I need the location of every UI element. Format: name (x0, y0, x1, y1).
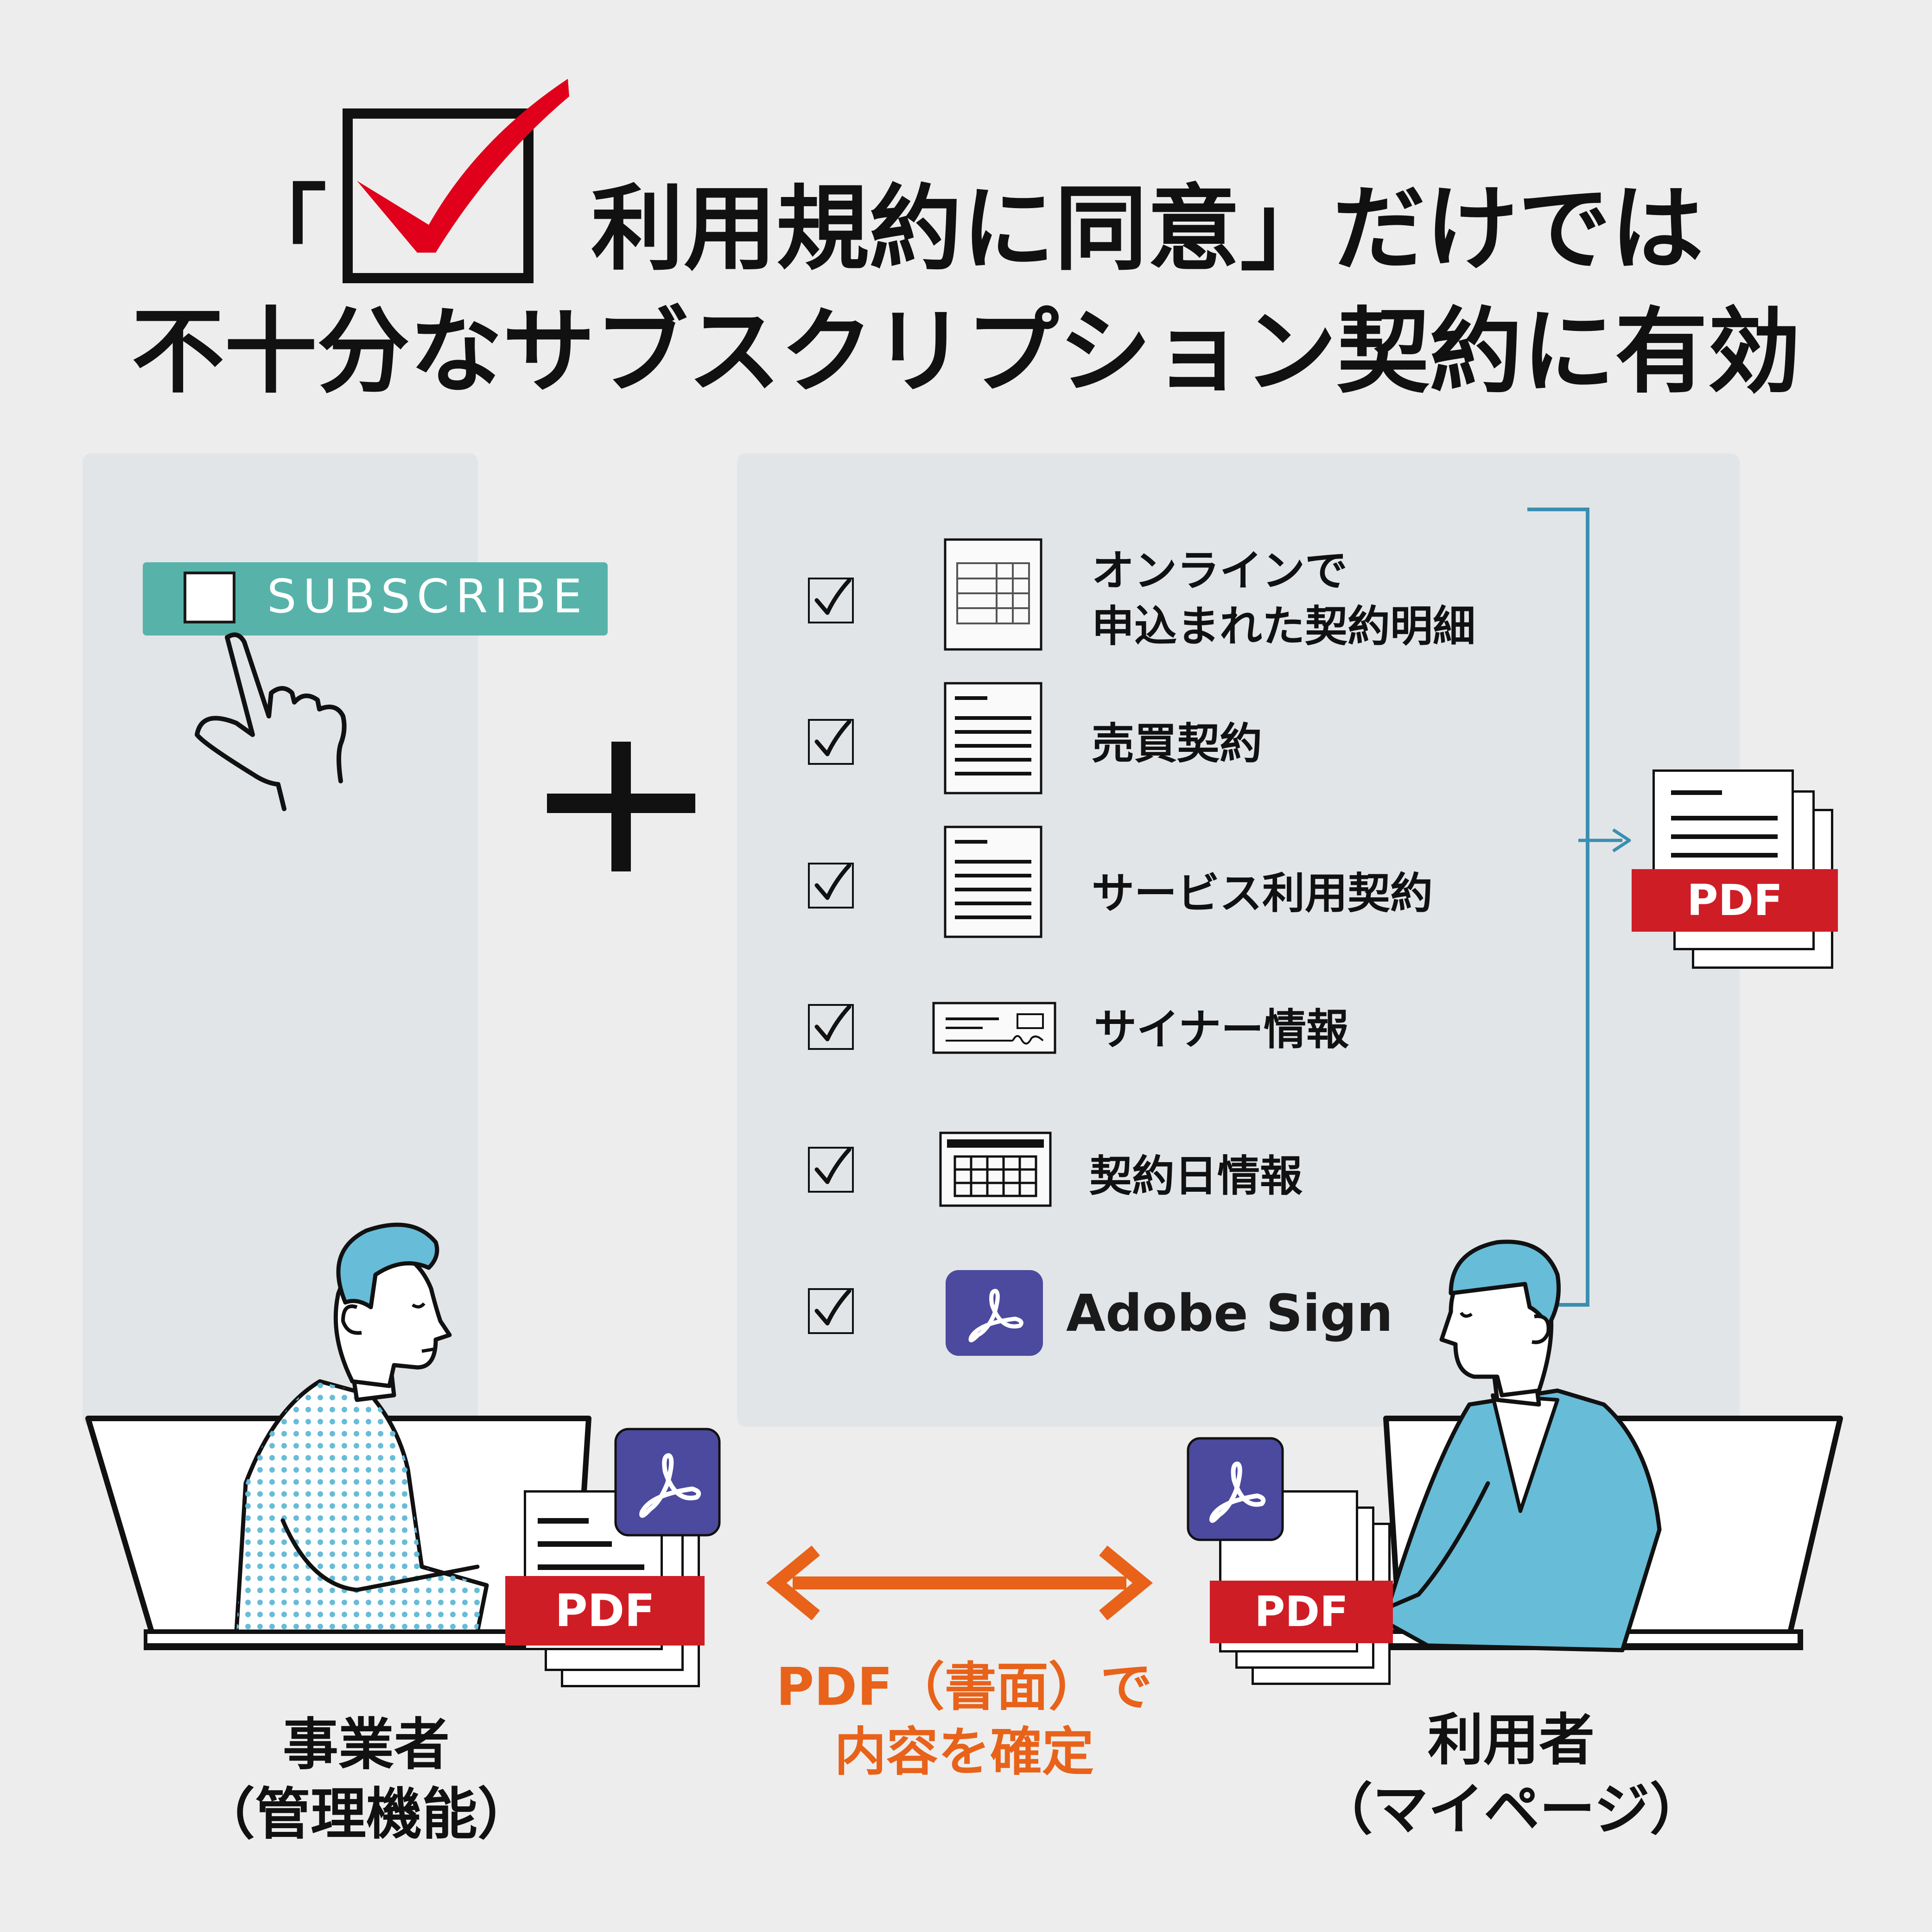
text-document-icon (944, 682, 1042, 794)
checklist-checkbox-1 (808, 578, 854, 623)
business-pdf-stack: PDF (505, 1428, 723, 1692)
subscribe-button[interactable]: SUBSCRIBE (143, 562, 608, 636)
exchange-caption: PDF（書面）で 内容を確定 (776, 1657, 1152, 1782)
user-person-illustration (1384, 1239, 1662, 1652)
adobe-acrobat-icon (614, 1428, 721, 1537)
text-document-icon (944, 826, 1042, 938)
checklist-checkbox-3 (808, 863, 854, 909)
checklist-label-4: サイナー情報 (1094, 1005, 1349, 1055)
plus-sign (547, 742, 695, 871)
adobe-acrobat-icon (946, 1270, 1043, 1356)
title-line-2: 不十分なサブスクリプション契約に有効 (131, 298, 1800, 406)
user-pdf-stack: PDF (1187, 1437, 1400, 1697)
adobe-sign-wordmark: Adobe Sign (1066, 1284, 1393, 1343)
checklist-label-5: 契約日情報 (1089, 1151, 1303, 1201)
checklist-label-2: 売買契約 (1092, 719, 1263, 769)
subscribe-checkbox[interactable] (184, 572, 235, 623)
checklist-checkbox-2 (808, 719, 854, 765)
checklist-checkbox-4 (808, 1004, 854, 1050)
hand-pointer-icon (195, 632, 347, 811)
business-caption: 事業者 （管理機能） (199, 1713, 533, 1847)
title-open-bracket: 「 (234, 175, 327, 283)
business-person-illustration (234, 1222, 489, 1634)
bracket-connector (1527, 508, 1631, 1307)
pdf-label: PDF (505, 1576, 705, 1646)
title-line-1: 利用規約に同意」だけでは (591, 175, 1704, 283)
right-panel (737, 453, 1740, 1427)
table-document-icon (944, 538, 1042, 651)
checklist-checkbox-5 (808, 1147, 854, 1193)
pdf-label: PDF (1632, 869, 1838, 932)
user-caption: 利用者 （マイページ） (1317, 1708, 1705, 1842)
adobe-acrobat-icon (1187, 1437, 1284, 1541)
subscribe-label: SUBSCRIBE (267, 569, 589, 623)
checklist-label-3: サービス利用契約 (1092, 869, 1433, 918)
pdf-label: PDF (1210, 1581, 1393, 1643)
pdf-document-stack: PDF (1632, 765, 1838, 969)
bidirectional-arrow-icon (766, 1545, 1153, 1621)
calendar-icon (939, 1131, 1052, 1207)
checked-checkbox-icon (343, 79, 569, 283)
checklist-checkbox-6 (808, 1288, 854, 1334)
signature-card-icon (932, 1002, 1056, 1054)
checklist-label-1: オンラインで 申込まれた契約明細 (1092, 546, 1476, 651)
